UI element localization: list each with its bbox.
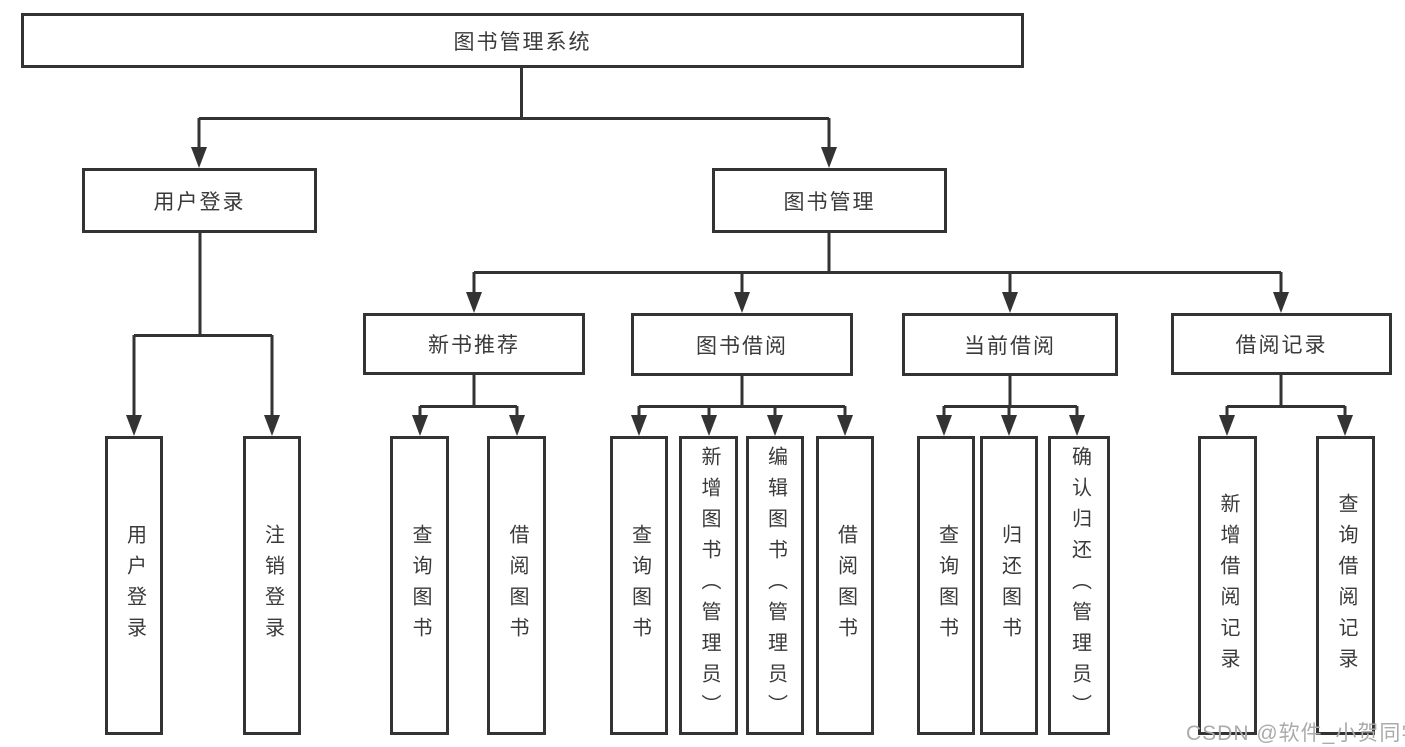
connector-borrowrecord-to-leaves: [1219, 375, 1353, 436]
connector-newbook-to-leaves: [412, 375, 525, 436]
node-root: 图书管理系统: [21, 13, 1024, 68]
leaf-logout: 注销登录: [243, 436, 301, 735]
leaf-label: 查询图书: [935, 523, 958, 648]
leaf-query-book-3: 查询图书: [917, 436, 975, 735]
leaf-label: 归还图书: [998, 523, 1021, 648]
leaf-label: 查询图书: [628, 523, 651, 648]
leaf-query-book-1: 查询图书: [390, 436, 449, 735]
connector-currentborrow-to-leaves: [936, 375, 1085, 436]
node-book-management: 图书管理: [712, 168, 947, 233]
node-new-book-recommend: 新书推荐: [363, 313, 585, 375]
leaf-borrow-book-1: 借阅图书: [487, 436, 546, 735]
node-book-borrow: 图书借阅: [631, 313, 853, 376]
leaf-borrow-book-2: 借阅图书: [816, 436, 874, 735]
leaf-user-login: 用户登录: [105, 436, 163, 735]
leaf-label: 注销登录: [261, 523, 284, 648]
connector-bookmgmt-to-level3: [466, 233, 1289, 313]
connector-root-to-level2: [191, 68, 837, 168]
leaf-label: 新增借阅记录: [1217, 492, 1239, 679]
leaf-label: 编辑图书（管理员）: [764, 446, 787, 725]
node-user-login: 用户登录: [82, 168, 317, 233]
leaf-confirm-return-admin: 确认归还（管理员）: [1048, 436, 1110, 735]
leaf-label: 查询图书: [409, 523, 431, 648]
leaf-label: 新增图书（管理员）: [698, 446, 720, 725]
connector-userlogin-to-leaves: [126, 233, 280, 436]
leaf-add-borrow-record: 新增借阅记录: [1198, 436, 1257, 735]
leaf-label: 借阅图书: [834, 523, 857, 648]
leaf-label: 查询借阅记录: [1335, 492, 1357, 679]
node-borrow-record: 借阅记录: [1171, 313, 1392, 375]
leaf-label: 确认归还（管理员）: [1068, 446, 1091, 725]
leaf-query-book-2: 查询图书: [610, 436, 668, 735]
node-current-borrow: 当前借阅: [902, 313, 1118, 376]
leaf-edit-book-admin: 编辑图书（管理员）: [746, 436, 804, 735]
leaf-query-borrow-record: 查询借阅记录: [1316, 436, 1375, 735]
leaf-label: 借阅图书: [506, 523, 528, 648]
leaf-add-book-admin: 新增图书（管理员）: [679, 436, 738, 735]
watermark: CSDN @软件_小贺同学: [1186, 722, 1405, 745]
leaf-return-book: 归还图书: [980, 436, 1038, 735]
connector-bookborrow-to-leaves: [631, 375, 853, 436]
leaf-label: 用户登录: [123, 523, 146, 648]
